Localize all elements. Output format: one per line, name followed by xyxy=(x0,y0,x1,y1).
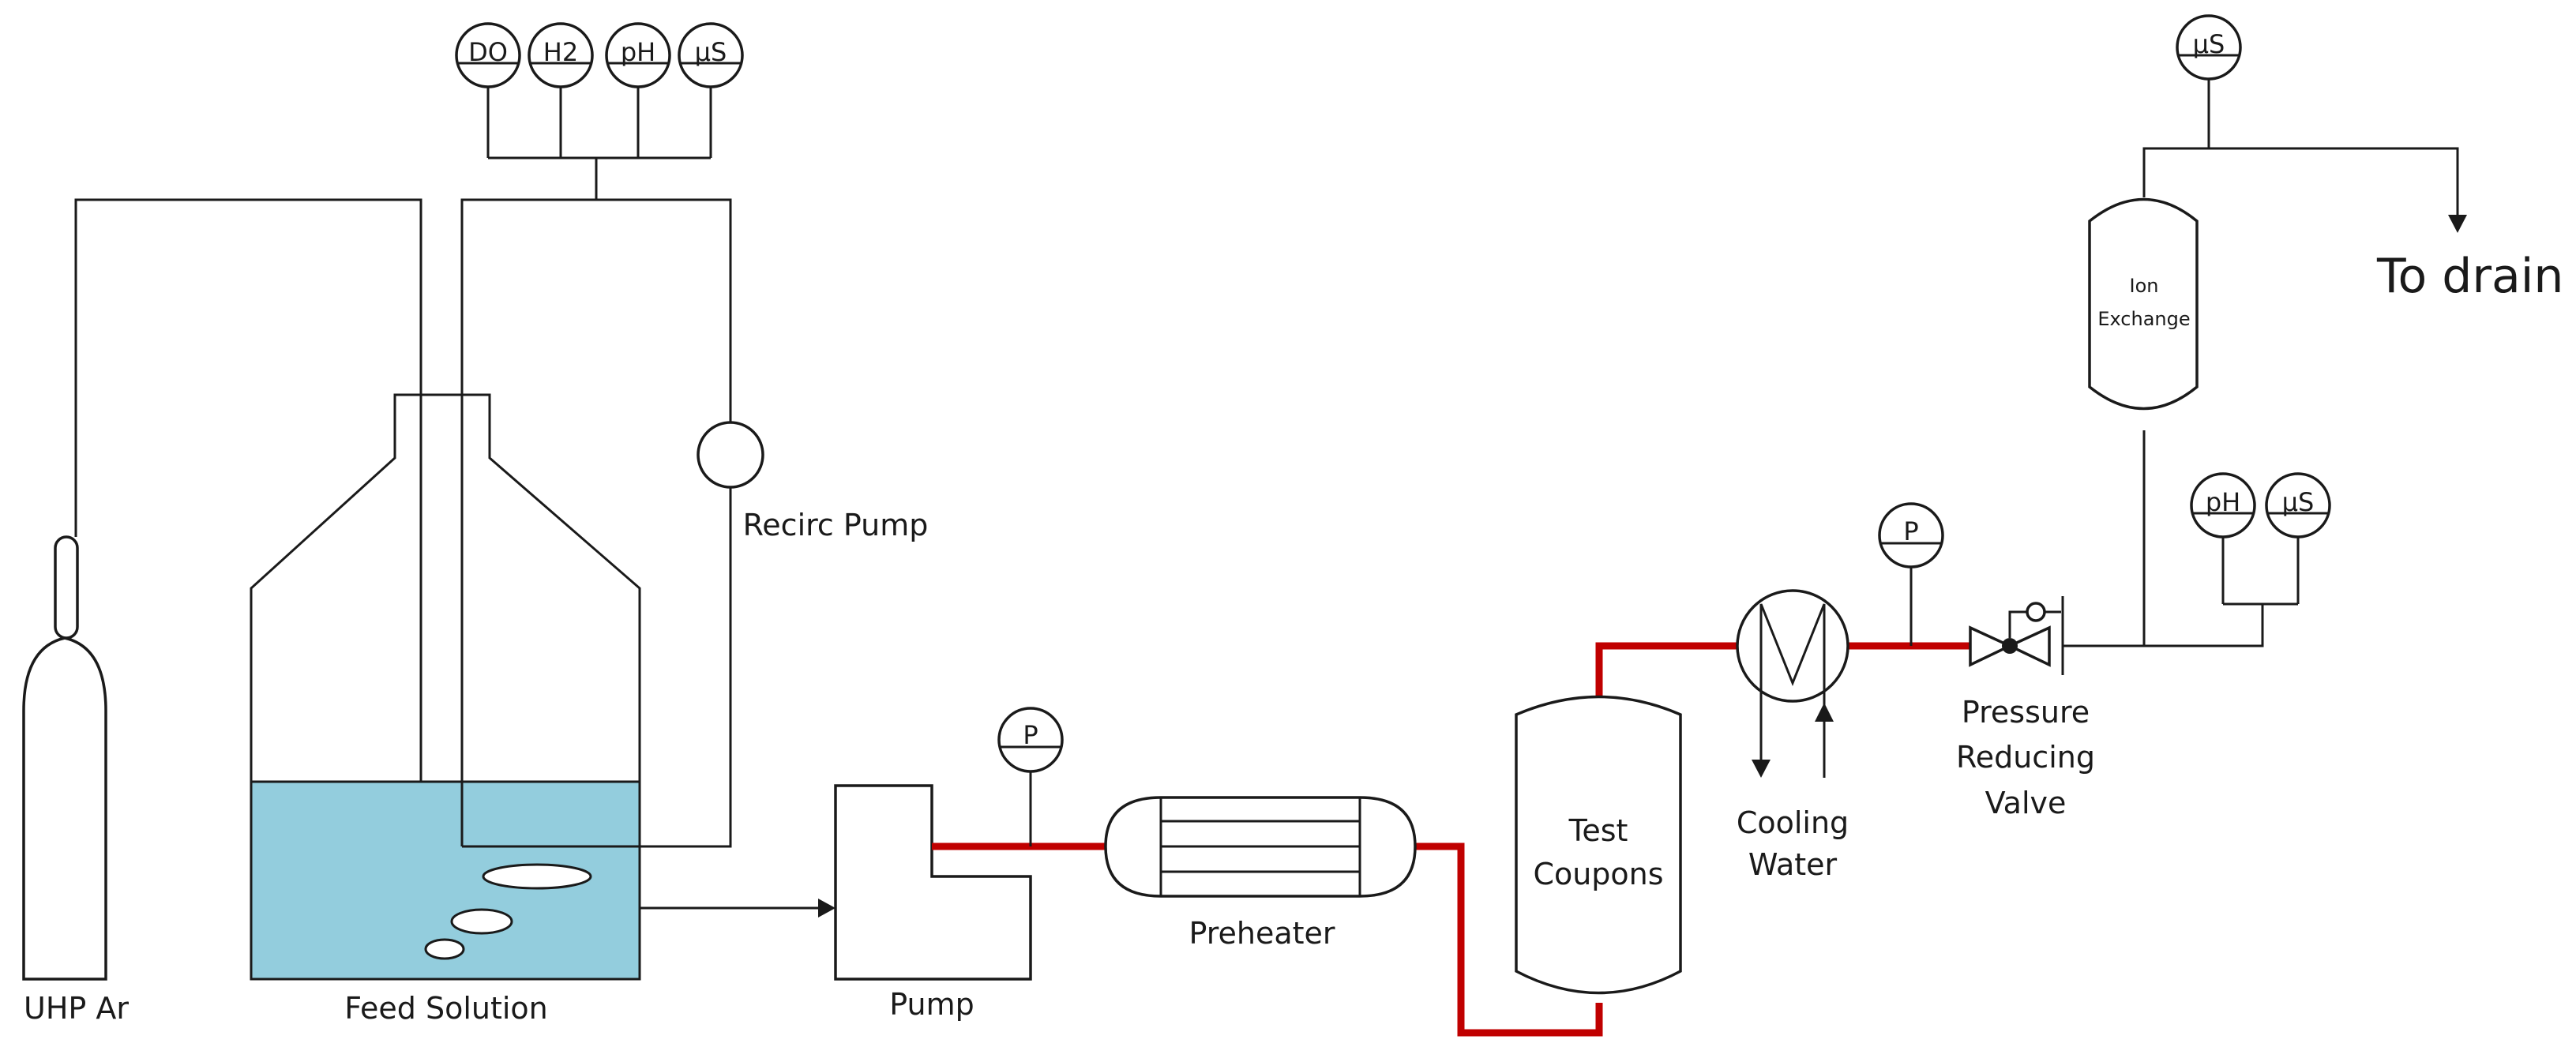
svg-text:µS: µS xyxy=(695,37,727,67)
bubble xyxy=(450,908,513,935)
pressure-reducing-valve-label: Valve xyxy=(1985,786,2067,820)
ion-exchange-label: Exchange xyxy=(2097,308,2190,330)
svg-text:µS: µS xyxy=(2193,29,2225,59)
argon-gas-cylinder xyxy=(22,535,107,981)
test-coupons-label: Coupons xyxy=(1533,857,1663,891)
bubble xyxy=(424,938,465,960)
feed-ph-meter: pH xyxy=(605,22,671,88)
pump-label: Pump xyxy=(889,987,974,1022)
recirc-return-line xyxy=(462,487,732,848)
outlet-conductivity-meter: µS xyxy=(2265,472,2331,539)
svg-text:H2: H2 xyxy=(543,37,578,67)
preheater-label: Preheater xyxy=(1188,916,1335,951)
svg-text:DO: DO xyxy=(468,37,508,67)
high-temperature-line xyxy=(1415,842,1603,1037)
recirc-pump-label: Recirc Pump xyxy=(743,508,929,542)
feed-conductivity-meter: µS xyxy=(678,22,744,88)
cooling-water-label: Cooling xyxy=(1737,805,1849,840)
cooler-pressure-gauge: P xyxy=(1878,502,1944,569)
svg-text:pH: pH xyxy=(621,37,655,67)
outlet-analyzer-manifold xyxy=(2221,537,2300,606)
pressure-reducing-valve xyxy=(1969,596,2064,675)
svg-text:µS: µS xyxy=(2282,487,2315,517)
svg-text:pH: pH xyxy=(2206,487,2240,517)
test-coupons-label: Test xyxy=(1568,813,1628,848)
dissolved-oxygen-analyzer: DO xyxy=(455,22,521,88)
uhp-ar-label: UHP Ar xyxy=(24,991,129,1026)
flow-arrow xyxy=(1815,703,1834,722)
outlet-line xyxy=(2063,604,2264,647)
bubble xyxy=(482,863,592,890)
pressure-reducing-valve-label: Pressure xyxy=(1962,695,2090,730)
test-coupon-vessel xyxy=(1515,695,1682,995)
outlet-ph-meter: pH xyxy=(2190,472,2256,539)
to-drain-label: To drain xyxy=(2376,249,2563,304)
cooling-water-label: Water xyxy=(1748,847,1838,882)
high-pressure-pump xyxy=(834,784,1032,981)
flow-arrow xyxy=(2448,215,2467,233)
flow-arrow xyxy=(818,899,836,918)
ion-exchange-label: Ion xyxy=(2130,275,2159,297)
drain-conductivity-meter: µS xyxy=(2176,14,2242,81)
feed-solution-label: Feed Solution xyxy=(344,991,548,1026)
ion-exchange-column xyxy=(2088,197,2199,411)
hydrogen-analyzer: H2 xyxy=(528,22,594,88)
high-temperature-line xyxy=(1595,642,1737,701)
svg-text:P: P xyxy=(1903,516,1918,546)
recirc-pump xyxy=(697,421,764,489)
drain-line xyxy=(2142,147,2459,217)
feed-solution-tank xyxy=(250,393,641,981)
cooler-exchanger xyxy=(1736,589,1849,711)
svg-text:P: P xyxy=(1023,720,1038,750)
recirc-loop-line xyxy=(460,198,732,846)
analyzer-manifold-line xyxy=(486,87,712,200)
pressure-reducing-valve-label: Reducing xyxy=(1956,740,2095,775)
flow-arrow xyxy=(1752,760,1771,778)
pump-pressure-gauge: P xyxy=(997,707,1064,773)
argon-sparge-line xyxy=(74,198,422,916)
preheater-exchanger xyxy=(1104,796,1417,898)
